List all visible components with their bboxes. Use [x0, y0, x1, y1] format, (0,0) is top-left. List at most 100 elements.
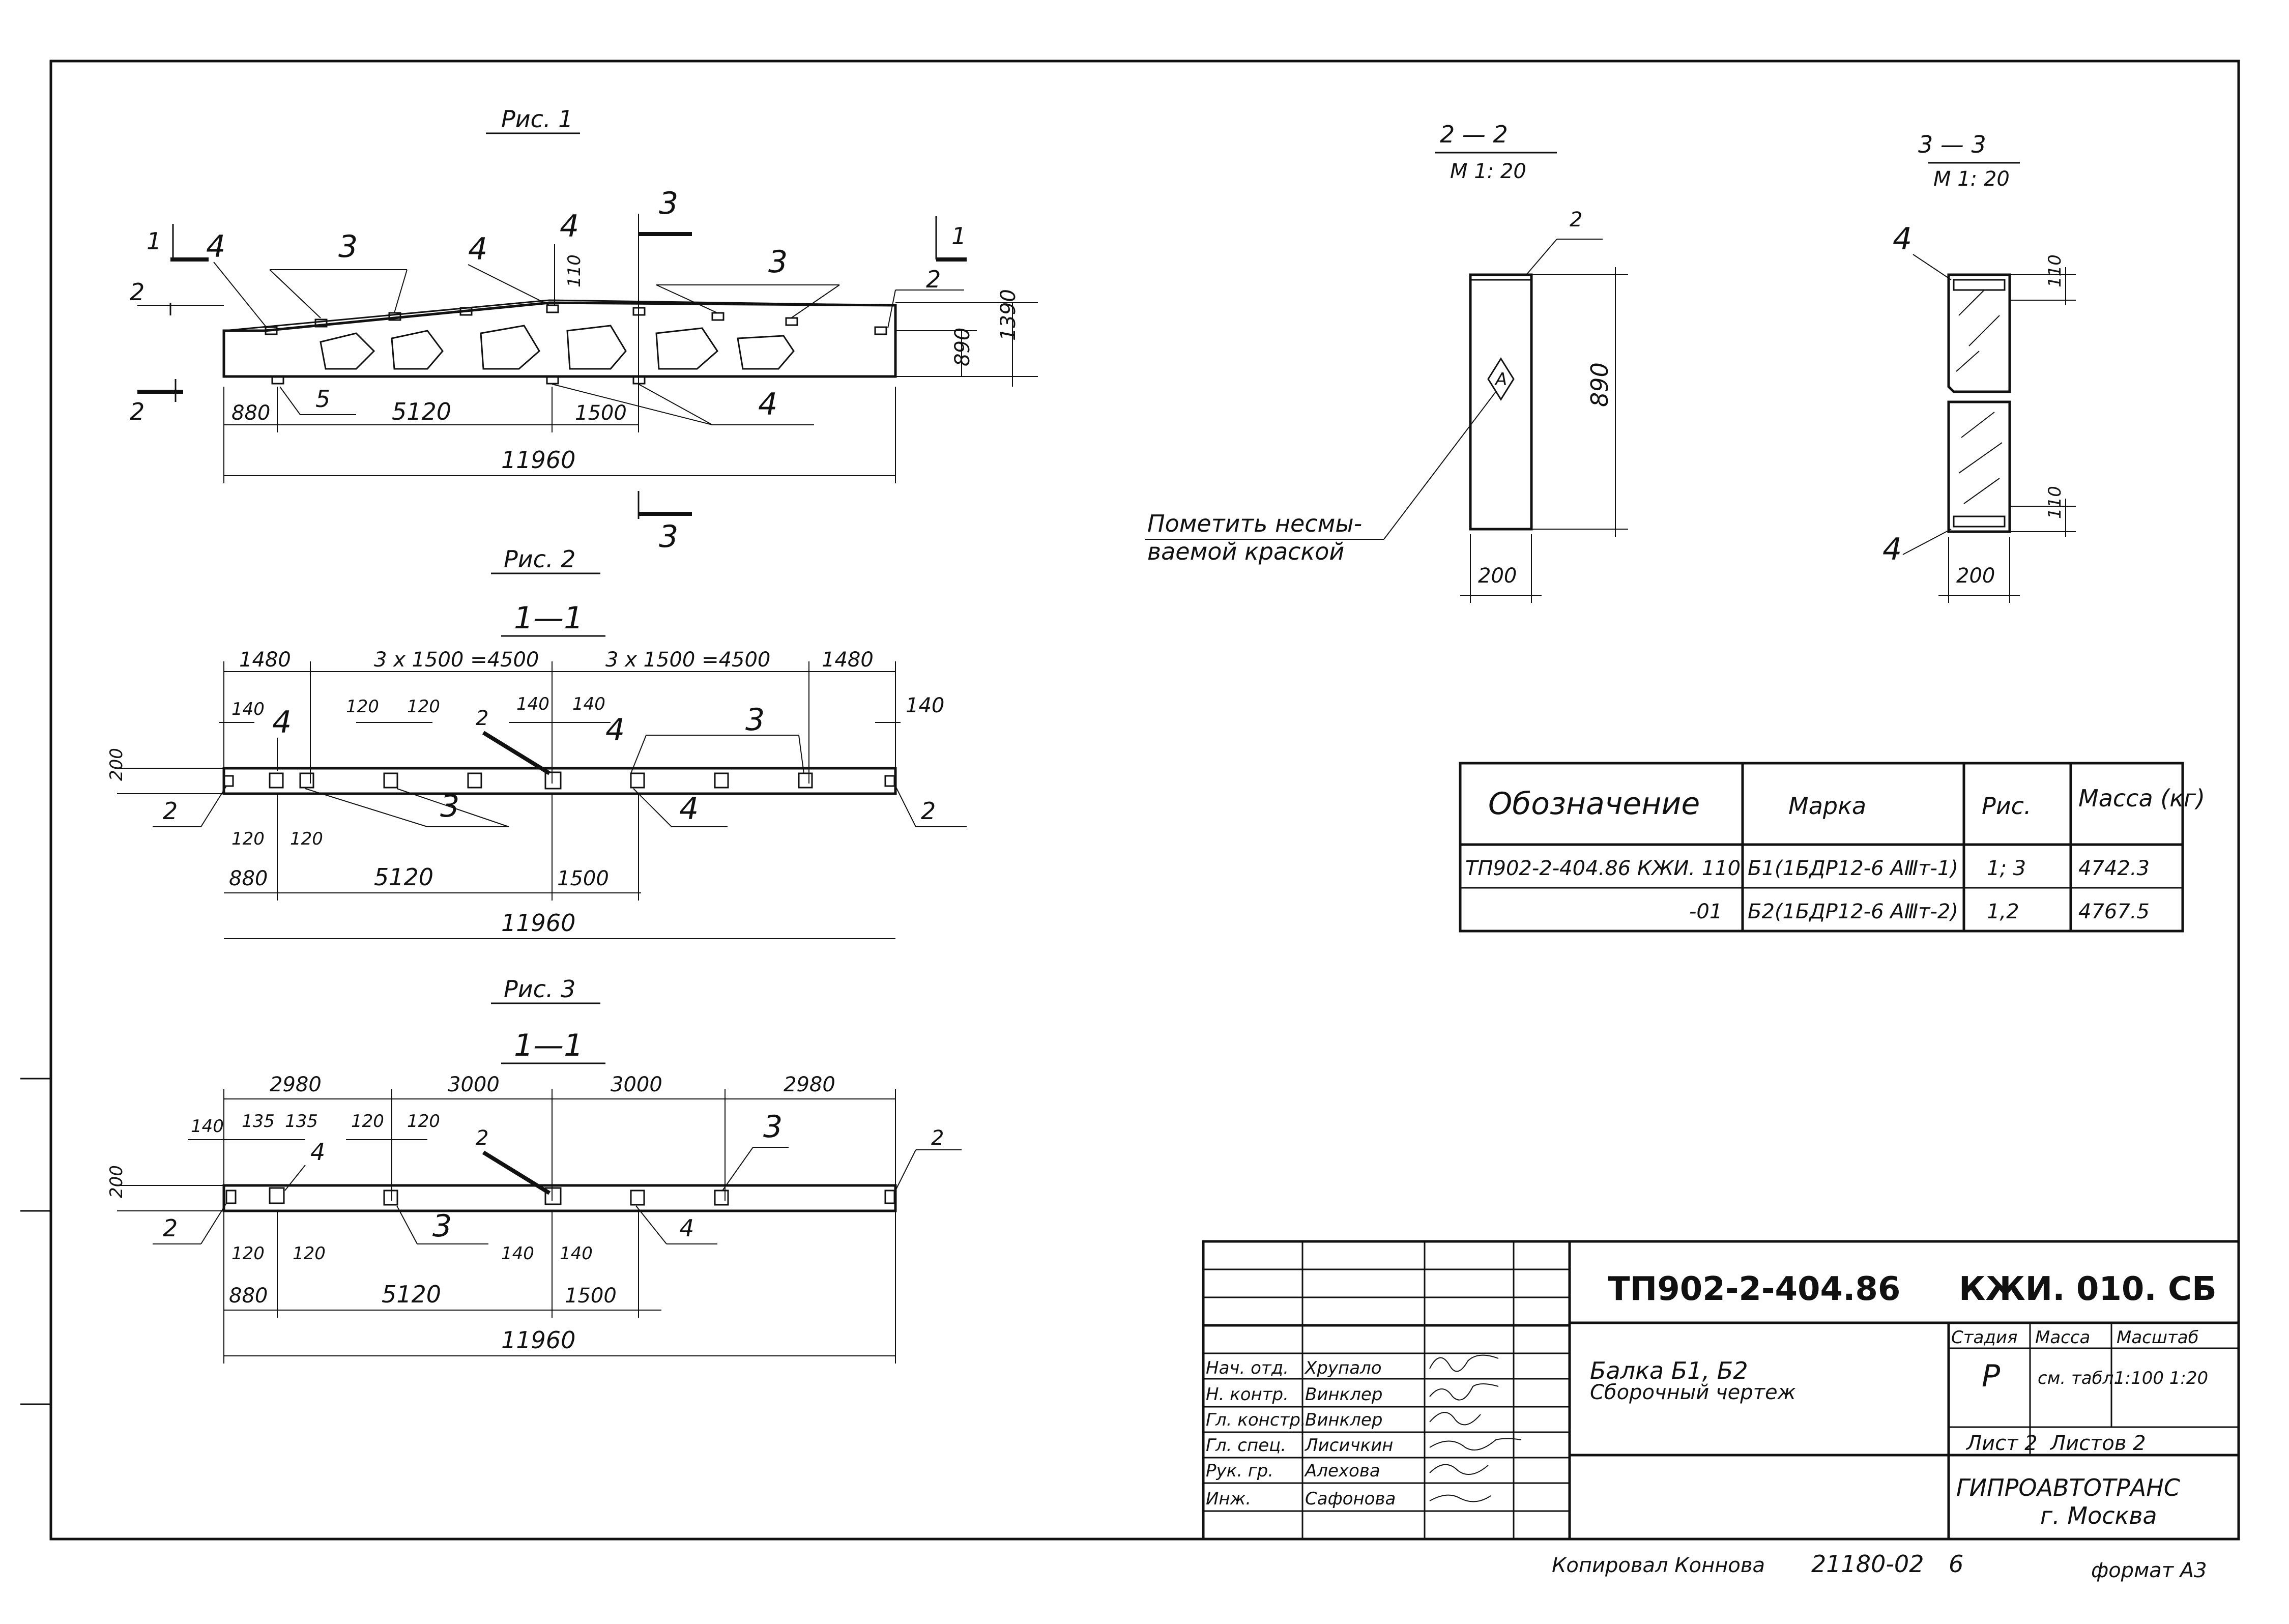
fig2-mark-4a: 4	[272, 705, 292, 740]
fig2-dim-120a: 120	[346, 697, 379, 717]
tb-signatures-drawn	[1429, 1354, 1522, 1502]
section-2-2: 2 — 2 М 1: 20 2 А 890 200 Пометить несмы…	[1145, 121, 1628, 603]
sec22-title: 2 — 2	[1440, 121, 1508, 148]
tb-stage-header: Стадия	[1951, 1327, 2017, 1348]
fig2-title: Рис. 2	[504, 545, 575, 573]
sec22-dim-200: 200	[1478, 564, 1517, 588]
sheet-border	[49, 60, 2240, 1541]
sec22-scale: М 1: 20	[1450, 160, 1526, 183]
fig1-dim-110: 110	[564, 254, 585, 287]
spec-row1-designation: ТП902-2-404.86 КЖИ. 110	[1465, 857, 1741, 880]
fig1-mark-3d: 3	[659, 519, 678, 555]
tb-doc-code: КЖИ. 010. СБ	[1959, 1270, 2217, 1308]
fig3-dim-880: 880	[229, 1284, 268, 1308]
fig3-mark-4a: 4	[310, 1138, 325, 1166]
figure-3: Рис. 3 1—1 2980 3000 3000 2980 140 135 1…	[106, 975, 962, 1364]
tb-scale-header: Масштаб	[2117, 1327, 2199, 1348]
fig1-mark-1b: 1	[951, 222, 966, 250]
spec-header-fig: Рис.	[1982, 792, 2032, 820]
fig3-title: Рис. 3	[504, 975, 575, 1003]
fig3-dim-140a: 140	[191, 1116, 224, 1137]
sec33-lower	[1947, 400, 2011, 533]
sec33-hatch	[1956, 289, 2003, 504]
fig1-dim-11960: 11960	[501, 446, 575, 474]
sec33-title: 3 — 3	[1918, 131, 1986, 158]
fig3-dim-2980a: 2980	[270, 1073, 322, 1096]
sec22-diamond-label: А	[1494, 369, 1507, 390]
tb-sig3-name: Винклер	[1305, 1410, 1382, 1430]
fig2-section: 1—1	[514, 600, 583, 636]
fig2-mark-4c: 4	[679, 791, 699, 827]
sec22-note-line2: ваемой краской	[1147, 538, 1344, 565]
spec-header-mass: Масса (кг)	[2078, 785, 2205, 812]
fig1-mark-1: 1	[147, 227, 161, 255]
fig3-dim-200: 200	[106, 1165, 127, 1198]
footer-copied: Копировал Коннова	[1552, 1554, 1765, 1577]
fig3-dim-135a: 135	[242, 1111, 275, 1132]
fig2-dim-140d: 140	[906, 694, 944, 717]
fig1-title: Рис. 1	[501, 105, 573, 133]
fig2-mark-3a: 3	[745, 702, 765, 738]
fig2-dim-140c: 140	[572, 694, 605, 714]
fig2-dim-1500: 1500	[557, 867, 609, 890]
fig2-dim-1480a: 1480	[239, 648, 291, 672]
fig1-dim-5120: 5120	[392, 398, 451, 425]
tb-sig6-role: Инж.	[1206, 1489, 1251, 1509]
fig2-dim-200: 200	[106, 748, 127, 781]
sec22-diamond	[1487, 357, 1515, 401]
sec33-dim-200: 200	[1956, 564, 1995, 588]
fig3-dim-140b: 140	[501, 1243, 534, 1264]
spec-row2-mark: Б2(1БДР12-6 АⅢт-2)	[1748, 900, 1958, 923]
fig1-mark-5: 5	[315, 385, 330, 413]
sec33-mark-4a: 4	[1893, 221, 1912, 257]
tb-sig5-name: Алехова	[1304, 1461, 1380, 1481]
tb-sig6-name: Сафонова	[1305, 1489, 1396, 1509]
fig3-dim-120d: 120	[293, 1243, 326, 1264]
sec33-dim-110b: 110	[2045, 486, 2065, 519]
sec33-scale: М 1: 20	[1933, 167, 2010, 191]
beam-openings	[320, 325, 795, 370]
tb-sig4-name: Лисичкин	[1304, 1435, 1393, 1456]
fig2-dim-120d: 120	[290, 829, 323, 849]
tb-mass: см. табл.	[2038, 1368, 2119, 1388]
fig3-dim-3000b: 3000	[611, 1073, 662, 1096]
fig3-mark-4b: 4	[679, 1214, 694, 1242]
spec-row1-mass: 4742.3	[2078, 857, 2150, 880]
fig2-mark-2c: 2	[921, 797, 936, 825]
sec22-mark: 2	[1570, 208, 1582, 231]
spec-row1-fig: 1; 3	[1987, 857, 2026, 880]
spec-header-mark: Марка	[1788, 792, 1866, 820]
tb-sig2-role: Н. контр.	[1206, 1384, 1289, 1405]
footer-number: 21180-02	[1811, 1550, 1924, 1578]
fig3-dim-3000a: 3000	[448, 1073, 500, 1096]
spec-row2-mass: 4767.5	[2078, 900, 2150, 923]
footer-format: формат А3	[2091, 1559, 2207, 1582]
figure-1: Рис. 1	[130, 105, 1038, 555]
title-block: ТП902-2-404.86 КЖИ. 010. СБ Балка Б1, Б2…	[1202, 1240, 2240, 1541]
fig2-mark-2b: 2	[163, 797, 178, 825]
figure-2: Рис. 2 1—1 1480 3 х 1500 =4500 3 х 1500 …	[106, 545, 967, 939]
fig1-mark-2b: 2	[130, 398, 144, 425]
fig1-mark-2c: 2	[926, 266, 941, 293]
tb-sig2-name: Винклер	[1305, 1384, 1382, 1405]
fig3-mark-2a: 2	[476, 1126, 488, 1150]
fig3-dim-140c: 140	[560, 1243, 593, 1264]
spec-row2-fig: 1,2	[1987, 900, 2019, 923]
sec22-outline	[1469, 273, 1533, 531]
fig3-dim-135b: 135	[285, 1111, 318, 1132]
fig1-mark-4d: 4	[758, 387, 777, 422]
spec-row1-mark: Б1(1БДР12-6 АⅢт-1)	[1748, 857, 1958, 880]
tb-sheets: Листов 2	[2049, 1432, 2146, 1455]
tb-sig3-role: Гл. констр.	[1206, 1410, 1306, 1430]
sec33-mark-4b: 4	[1882, 532, 1902, 567]
fig2-dim-11960: 11960	[501, 909, 575, 937]
fig3-dim-120c: 120	[231, 1243, 265, 1264]
tb-org-line1: ГИПРОАВТОТРАНС	[1956, 1474, 2180, 1501]
fig3-mark-3a: 3	[763, 1109, 783, 1145]
tb-name-line1: Балка Б1, Б2	[1590, 1357, 1748, 1384]
tb-sig5-role: Рук. гр.	[1206, 1461, 1273, 1481]
fig3-dim-5120: 5120	[382, 1281, 441, 1308]
sec33-dim-110a: 110	[2045, 254, 2065, 287]
